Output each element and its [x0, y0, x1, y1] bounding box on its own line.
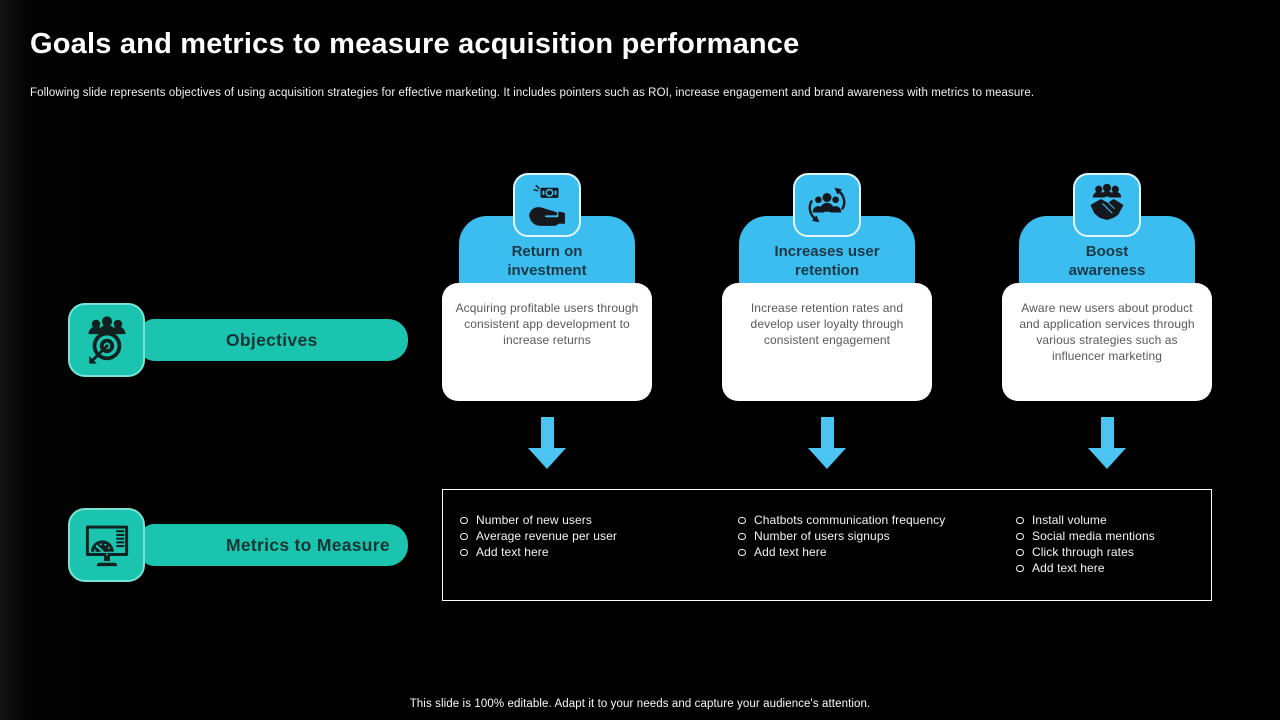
page-title: Goals and metrics to measure acquisition…: [30, 28, 800, 60]
column-increases-user-retention: Increases user retention Increase retent…: [722, 173, 932, 473]
metrics-banner: Metrics to Measure: [140, 524, 408, 566]
metric-item: Number of users signups: [735, 528, 947, 544]
column-description: Acquiring profitable users through consi…: [455, 301, 639, 347]
metric-item: Add text here: [457, 544, 669, 560]
column-header: Boost awareness: [1068, 243, 1146, 279]
column-header: Increases user retention: [774, 243, 880, 279]
objectives-row-label: Objectives: [68, 303, 408, 383]
metrics-row-label: Metrics to Measure: [68, 508, 408, 588]
cash-in-hand-icon: [513, 173, 581, 237]
metric-item: Click through rates: [1013, 544, 1225, 560]
metrics-label: Metrics to Measure: [226, 534, 390, 555]
column-return-on-investment: Return on investment Acquiring profitabl…: [442, 173, 652, 473]
down-arrow-icon: [528, 417, 566, 469]
dashboard-monitor-icon: [68, 508, 145, 582]
objectives-label: Objectives: [226, 329, 318, 350]
metric-item: Chatbots communication frequency: [735, 512, 947, 528]
slide-footer: This slide is 100% editable. Adapt it to…: [409, 698, 871, 710]
metric-item: Number of new users: [457, 512, 669, 528]
metric-item: Add text here: [1013, 560, 1225, 576]
column-description-box: Acquiring profitable users through consi…: [442, 283, 652, 401]
column-description-box: Increase retention rates and develop use…: [722, 283, 932, 401]
user-retention-icon: [793, 173, 861, 237]
down-arrow-icon: [1088, 417, 1126, 469]
column-description-box: Aware new users about product and applic…: [1002, 283, 1212, 401]
column-description: Aware new users about product and applic…: [1019, 301, 1195, 363]
slide-subtitle: Following slide represents objectives of…: [30, 87, 1035, 99]
column-boost-awareness: Boost awareness Aware new users about pr…: [1002, 173, 1212, 473]
target-audience-icon: [68, 303, 145, 377]
metric-item: Average revenue per user: [457, 528, 669, 544]
down-arrow-icon: [808, 417, 846, 469]
handshake-icon: [1073, 173, 1141, 237]
metric-item: Install volume: [1013, 512, 1225, 528]
metric-item: Social media mentions: [1013, 528, 1225, 544]
column-header: Return on investment: [507, 243, 587, 279]
column-description: Increase retention rates and develop use…: [750, 301, 904, 347]
metric-item: Add text here: [735, 544, 947, 560]
objectives-banner: Objectives: [140, 319, 408, 361]
